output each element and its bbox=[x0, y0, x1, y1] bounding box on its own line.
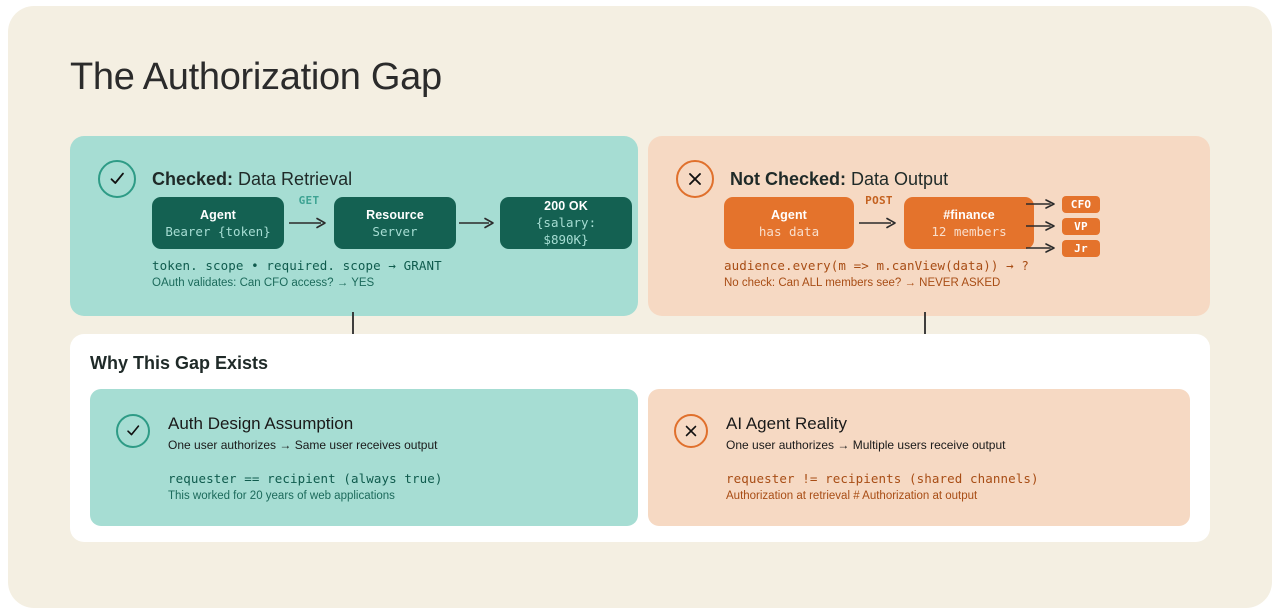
card-ai-code-line: requester != recipients (shared channels… bbox=[726, 471, 1039, 486]
node-finance-channel-sub: 12 members bbox=[931, 223, 1007, 239]
node-agent-token-title: Agent bbox=[200, 207, 236, 222]
check-circle-icon bbox=[98, 160, 136, 198]
node-resource-server-sub: Server bbox=[372, 223, 418, 239]
section-title: Why This Gap Exists bbox=[90, 353, 269, 373]
node-finance-channel-title: #finance bbox=[943, 207, 995, 222]
node-agent-has-data-sub: has data bbox=[758, 223, 820, 239]
retrieval-code-line: token. scope • required. scope → GRANT bbox=[152, 258, 442, 273]
panel-not-checked-title-strong: Not Checked: bbox=[730, 168, 847, 189]
notes-retrieval: token. scope • required. scope → GRANT O… bbox=[152, 257, 442, 292]
arrow-get-label: GET bbox=[298, 194, 320, 207]
panel-checked-title-light: Data Retrieval bbox=[233, 168, 353, 189]
node-resource-server[interactable]: Resource Server bbox=[334, 197, 456, 249]
card-ai-agent-reality-inner: AI Agent Reality One user authorizes → M… bbox=[674, 413, 1039, 505]
notes-output: audience.every(m => m.canView(data)) → ?… bbox=[724, 257, 1029, 292]
recipient-pill-jr[interactable]: Jr bbox=[1062, 240, 1100, 257]
arrow-get: GET bbox=[284, 194, 334, 230]
arrow-response bbox=[456, 216, 500, 230]
retrieval-sub-line: OAuth validates: Can CFO access? → YES bbox=[152, 277, 375, 289]
card-auth-design-assumption-text: Auth Design Assumption One user authoriz… bbox=[168, 413, 443, 505]
flow-output: Agent has data POST #finance 12 members bbox=[724, 194, 1034, 249]
card-auth-code-line: requester == recipient (always true) bbox=[168, 471, 443, 486]
arrow-post: POST bbox=[854, 194, 904, 230]
node-200-ok-sub: {salary: $890K} bbox=[535, 215, 597, 247]
card-auth-heading: Auth Design Assumption bbox=[168, 414, 354, 433]
output-code-line: audience.every(m => m.canView(data)) → ? bbox=[724, 258, 1030, 273]
node-200-ok[interactable]: 200 OK {salary: $890K} bbox=[500, 197, 632, 249]
x-circle-icon bbox=[674, 414, 708, 448]
panel-not-checked-title: Not Checked: Data Output bbox=[730, 169, 948, 190]
node-resource-server-title: Resource bbox=[366, 207, 424, 222]
card-ai-agent-reality: AI Agent Reality One user authorizes → M… bbox=[648, 389, 1190, 526]
panel-checked-title-strong: Checked: bbox=[152, 168, 234, 189]
node-200-ok-title: 200 OK bbox=[544, 199, 588, 213]
recipient-pill-cfo[interactable]: CFO bbox=[1062, 196, 1100, 213]
recipient-pill-vp[interactable]: VP bbox=[1062, 218, 1100, 235]
card-auth-code-block: requester == recipient (always true) Thi… bbox=[168, 470, 443, 505]
card-auth-sub-line: This worked for 20 years of web applicat… bbox=[168, 490, 395, 502]
node-agent-has-data[interactable]: Agent has data bbox=[724, 197, 854, 249]
panel-not-checked-title-light: Data Output bbox=[846, 168, 949, 189]
page-title: The Authorization Gap bbox=[70, 56, 442, 98]
card-ai-agent-reality-text: AI Agent Reality One user authorizes → M… bbox=[726, 413, 1039, 505]
node-agent-token[interactable]: Agent Bearer {token} bbox=[152, 197, 284, 249]
card-ai-sub-line: Authorization at retrieval # Authorizati… bbox=[726, 490, 978, 502]
node-agent-token-sub: Bearer {token} bbox=[165, 223, 271, 239]
panel-checked-title: Checked: Data Retrieval bbox=[152, 169, 352, 190]
node-agent-has-data-title: Agent bbox=[771, 207, 807, 222]
x-circle-icon bbox=[676, 160, 714, 198]
card-ai-code-block: requester != recipients (shared channels… bbox=[726, 470, 1039, 505]
card-ai-description: One user authorizes → Multiple users rec… bbox=[726, 438, 1006, 452]
output-sub-line: No check: Can ALL members see? → NEVER A… bbox=[724, 277, 1001, 289]
card-auth-design-assumption: Auth Design Assumption One user authoriz… bbox=[90, 389, 638, 526]
check-circle-icon bbox=[116, 414, 150, 448]
card-auth-description: One user authorizes → Same user receives… bbox=[168, 438, 438, 452]
flow-retrieval: Agent Bearer {token} GET Resource Server… bbox=[152, 194, 632, 249]
node-finance-channel[interactable]: #finance 12 members bbox=[904, 197, 1034, 249]
recipient-fanout: CFO VP Jr bbox=[1026, 192, 1146, 257]
arrow-post-label: POST bbox=[865, 194, 893, 207]
card-ai-heading: AI Agent Reality bbox=[726, 414, 847, 433]
panel-not-checked-header: Not Checked: Data Output bbox=[676, 160, 948, 198]
card-auth-design-assumption-inner: Auth Design Assumption One user authoriz… bbox=[116, 413, 443, 505]
panel-checked-header: Checked: Data Retrieval bbox=[98, 160, 352, 198]
